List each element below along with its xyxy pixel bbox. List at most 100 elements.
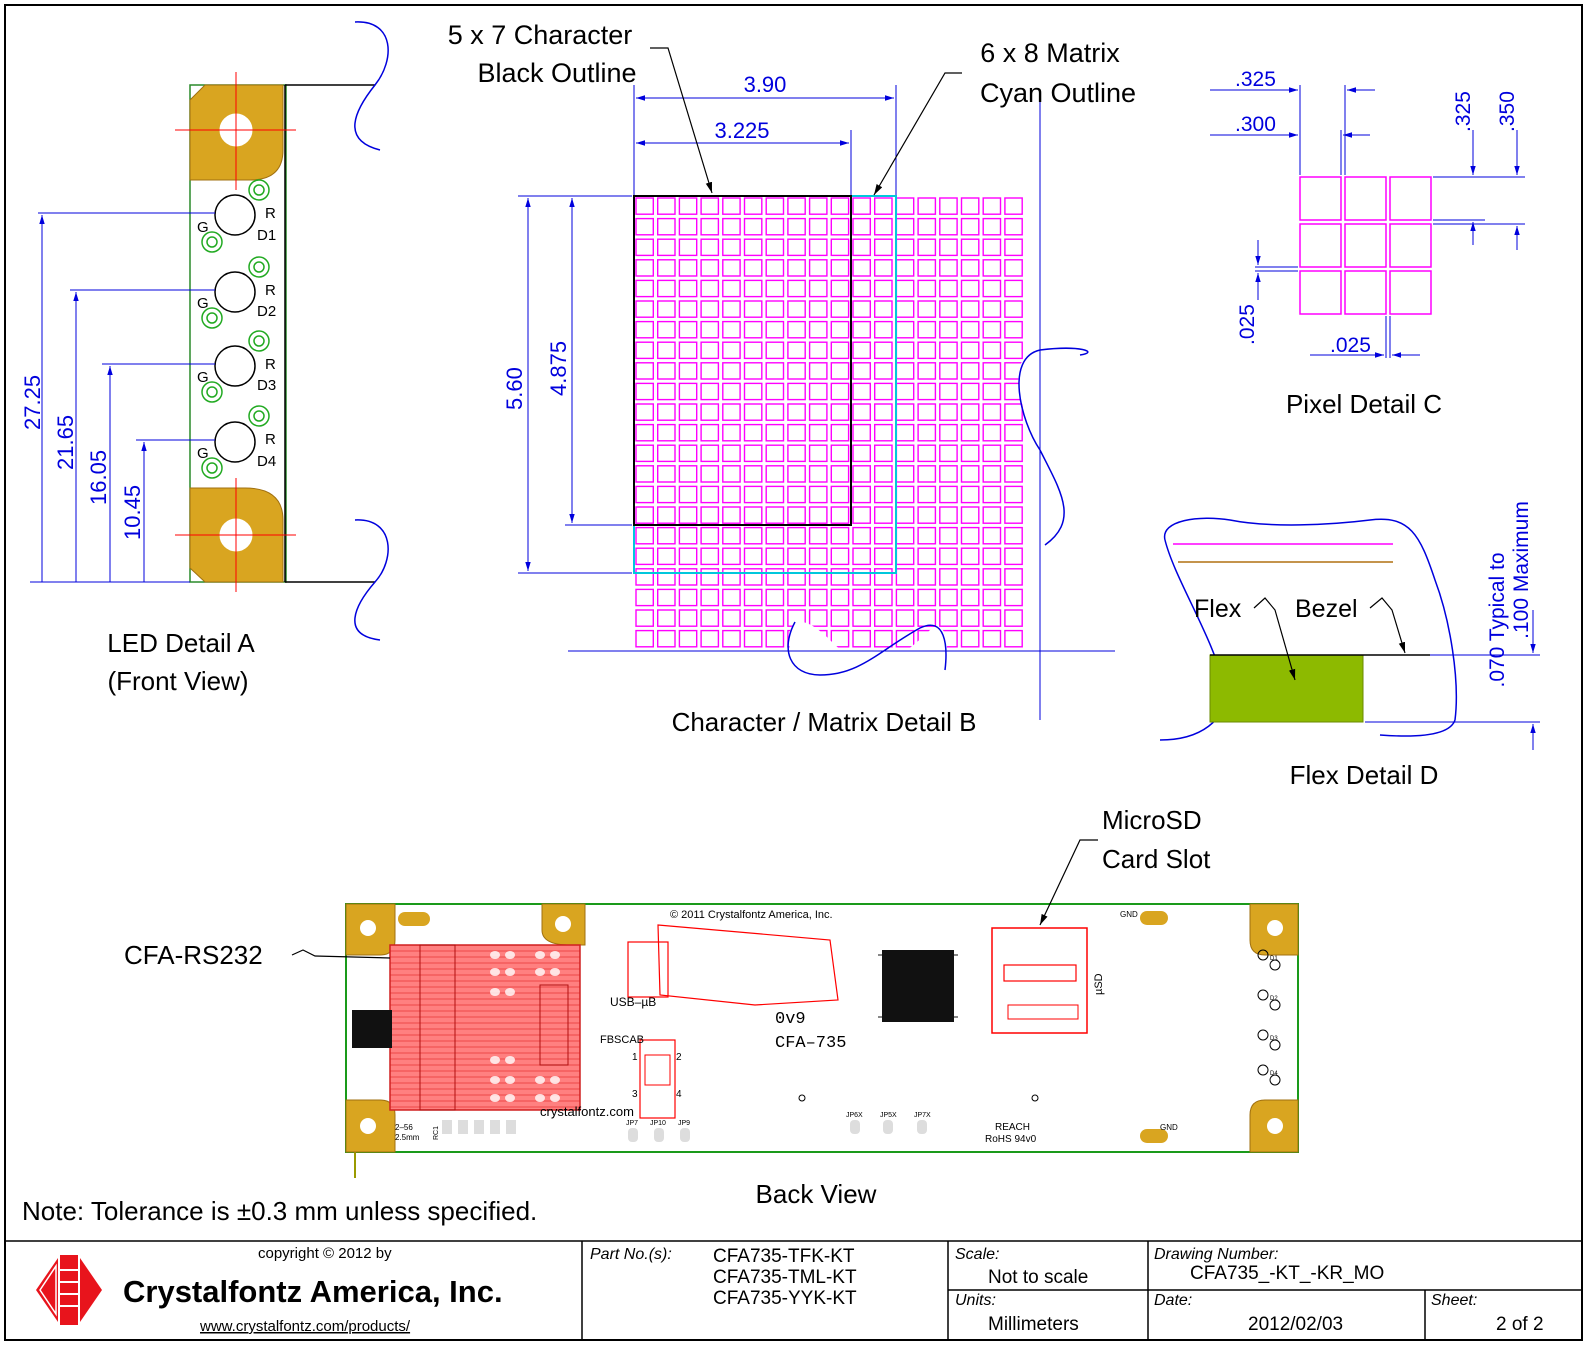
matrix-pixel bbox=[657, 238, 676, 257]
matrix-pixel bbox=[787, 485, 806, 504]
matrix-pixel bbox=[765, 217, 785, 236]
matrix-pixel bbox=[765, 588, 785, 607]
matrix-pixel bbox=[852, 300, 871, 318]
matrix-pixel bbox=[852, 217, 871, 236]
matrix-pixel bbox=[722, 382, 741, 401]
matrix-pixel bbox=[743, 423, 763, 442]
matrix-pixel bbox=[743, 259, 763, 277]
matrix-pixel bbox=[1004, 403, 1023, 421]
matrix-pixel bbox=[787, 444, 806, 463]
matrix-pixel bbox=[960, 609, 980, 627]
matrix-pixel bbox=[830, 629, 850, 648]
matrix-pixel bbox=[1004, 279, 1023, 298]
matrix-pixel bbox=[939, 217, 958, 236]
matrix-pixel bbox=[635, 362, 654, 380]
matrix-pixel bbox=[895, 485, 915, 504]
matrix-pixel bbox=[700, 465, 720, 483]
matrix-pixel bbox=[700, 217, 720, 236]
matrix-pixel bbox=[635, 526, 654, 545]
matrix-pixel bbox=[700, 506, 720, 524]
matrix-pixel bbox=[874, 629, 893, 648]
matrix-pixel bbox=[895, 362, 915, 380]
matrix-pixel bbox=[917, 547, 937, 566]
matrix-pixel bbox=[722, 547, 741, 566]
matrix-pixel bbox=[939, 279, 958, 298]
matrix-pixel bbox=[939, 259, 958, 277]
matrix-pixel bbox=[787, 341, 806, 360]
dim-325-h: .325 bbox=[1235, 68, 1276, 91]
matrix-pixel bbox=[874, 465, 893, 483]
matrix-pixel bbox=[808, 362, 828, 380]
matrix-pixel bbox=[657, 403, 676, 421]
detail-b-title: Character / Matrix Detail B bbox=[672, 707, 977, 737]
tb-drawing-number: CFA735_-KT_-KR_MO bbox=[1190, 1263, 1384, 1284]
matrix-pixel bbox=[678, 588, 698, 607]
matrix-pixel bbox=[874, 588, 893, 607]
matrix-pixel bbox=[895, 588, 915, 607]
matrix-pixel bbox=[982, 403, 1002, 421]
matrix-pixel bbox=[787, 588, 806, 607]
matrix-pixel bbox=[917, 362, 937, 380]
matrix-pixel bbox=[852, 609, 871, 627]
matrix-pixel bbox=[743, 238, 763, 257]
matrix-pixel bbox=[874, 485, 893, 504]
matrix-pixel bbox=[874, 320, 893, 339]
matrix-pixel bbox=[917, 568, 937, 586]
tb-part-1: CFA735-TFK-KT bbox=[713, 1246, 855, 1267]
back-view: © 2011 Crystalfontz America, Inc. USB–µB… bbox=[124, 805, 1299, 1209]
matrix-pixel bbox=[787, 547, 806, 566]
matrix-pixel bbox=[852, 485, 871, 504]
matrix-pixel bbox=[939, 197, 958, 215]
pin-r: R bbox=[265, 431, 276, 448]
pcb-website: crystalfontz.com bbox=[540, 1104, 634, 1119]
matrix-pixel bbox=[657, 423, 676, 442]
matrix-pixel bbox=[830, 259, 850, 277]
matrix-pixel bbox=[700, 547, 720, 566]
led-d4-label: D4 bbox=[257, 453, 276, 470]
matrix-pixel bbox=[830, 506, 850, 524]
led-d3-label: D3 bbox=[257, 377, 276, 394]
tb-url[interactable]: www.crystalfontz.com/products/ bbox=[199, 1318, 411, 1335]
matrix-pixel bbox=[808, 341, 828, 360]
matrix-pixel bbox=[765, 526, 785, 545]
dim-025-h: .025 bbox=[1330, 334, 1371, 357]
rs232-module bbox=[389, 944, 581, 1111]
matrix-pixel bbox=[808, 403, 828, 421]
matrix-pixel bbox=[787, 465, 806, 483]
matrix-pixel bbox=[657, 506, 676, 524]
matrix-pixel bbox=[895, 300, 915, 318]
fbscab-label: FBSCAB bbox=[600, 1034, 644, 1046]
jp9-label: JP9 bbox=[678, 1120, 690, 1127]
matrix-pixel bbox=[808, 547, 828, 566]
matrix-pixel bbox=[743, 609, 763, 627]
matrix-pixel bbox=[787, 403, 806, 421]
matrix-pixel bbox=[808, 197, 828, 215]
matrix-pixel bbox=[960, 279, 980, 298]
matrix-pixel bbox=[678, 423, 698, 442]
matrix-pixel bbox=[657, 362, 676, 380]
matrix-pixel bbox=[960, 320, 980, 339]
matrix-pixel bbox=[700, 320, 720, 339]
pixel-grid bbox=[635, 197, 1023, 648]
matrix-pixel bbox=[808, 320, 828, 339]
matrix-pixel bbox=[852, 547, 871, 566]
matrix-pixel bbox=[635, 547, 654, 566]
matrix-pixel bbox=[1004, 320, 1023, 339]
matrix-pixel bbox=[700, 382, 720, 401]
matrix-pixel bbox=[982, 300, 1002, 318]
matrix-pixel bbox=[808, 423, 828, 442]
matrix-pixel bbox=[787, 300, 806, 318]
matrix-pixel bbox=[635, 197, 654, 215]
matrix-pixel bbox=[808, 526, 828, 545]
matrix-pixel bbox=[1004, 423, 1023, 442]
matrix-pixel bbox=[657, 568, 676, 586]
matrix-pixel bbox=[635, 217, 654, 236]
matrix-pixel bbox=[917, 465, 937, 483]
back-view-title: Back View bbox=[756, 1179, 877, 1209]
matrix-pixel bbox=[960, 465, 980, 483]
matrix-pixel bbox=[895, 403, 915, 421]
matrix-pixel bbox=[830, 568, 850, 586]
matrix-pixel bbox=[743, 320, 763, 339]
matrix-pixel bbox=[852, 423, 871, 442]
black-outline bbox=[633, 195, 852, 526]
